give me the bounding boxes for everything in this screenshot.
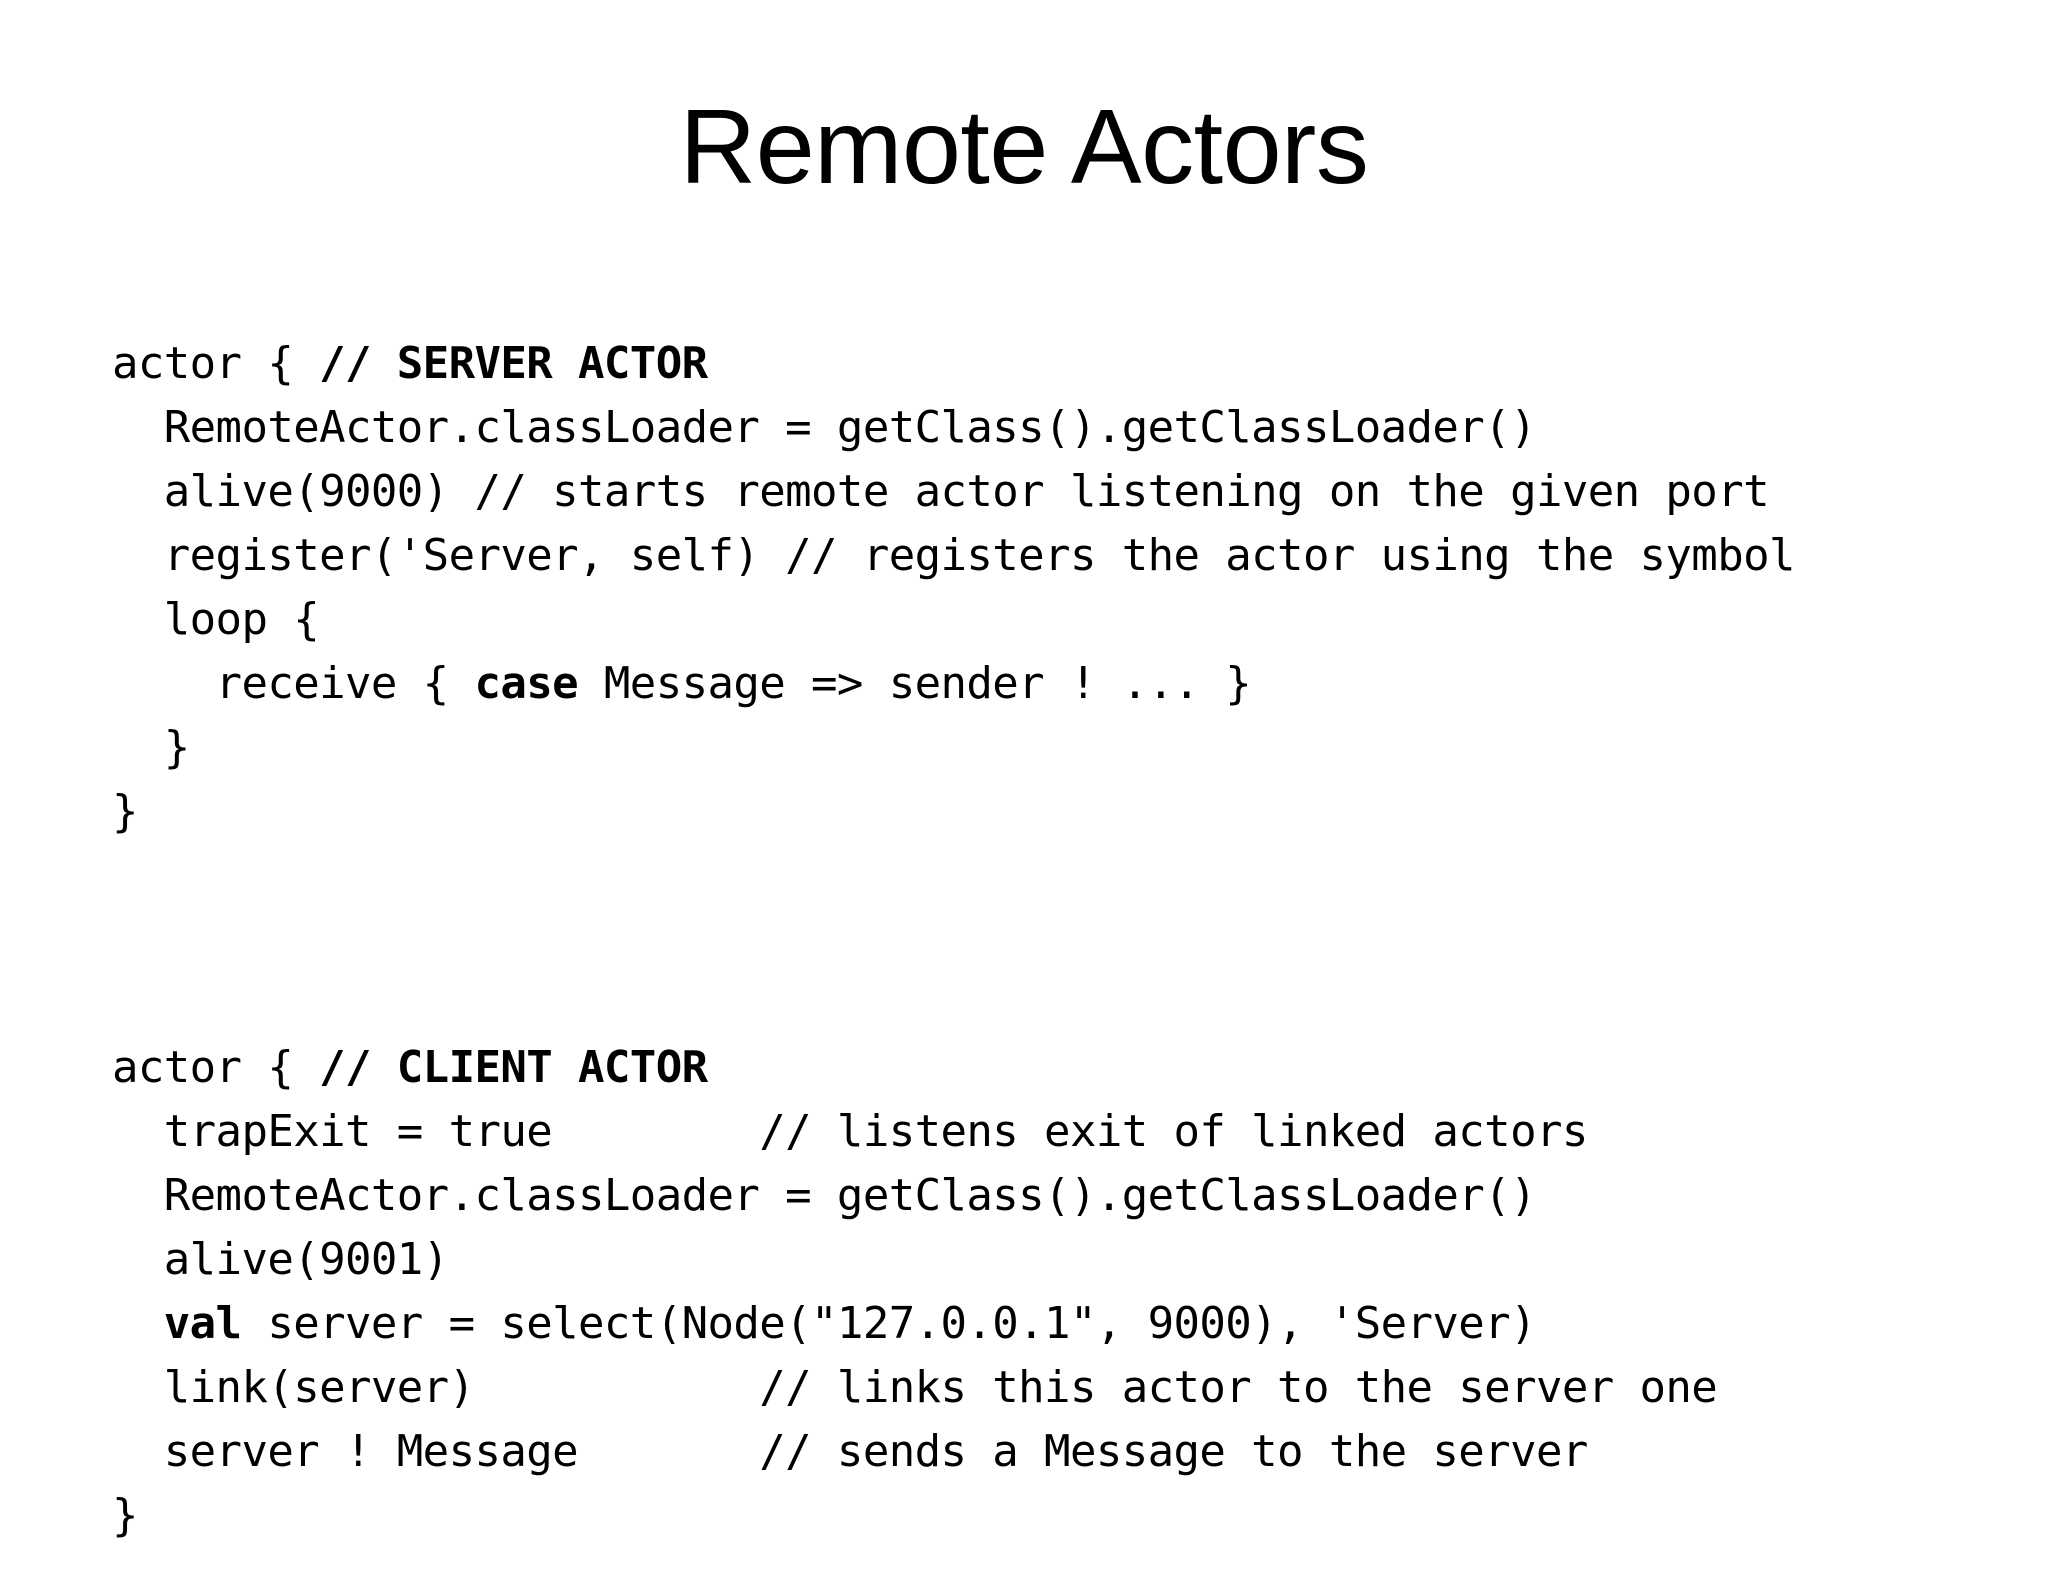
page-title: Remote Actors (679, 88, 1369, 206)
code-token: receive { (112, 658, 475, 709)
code-token-emphasis: // CLIENT ACTOR (319, 1042, 708, 1093)
code-line: alive(9000) // starts remote actor liste… (112, 460, 1992, 524)
code-token: link(server) // links this actor to the … (112, 1362, 1718, 1413)
code-line: } (112, 1484, 1992, 1548)
code-token: alive(9000) // starts remote actor liste… (112, 466, 1770, 517)
code-area: actor { // SERVER ACTOR RemoteActor.clas… (112, 288, 1992, 1592)
code-line: server ! Message // sends a Message to t… (112, 1420, 1992, 1484)
code-line: register('Server, self) // registers the… (112, 524, 1992, 588)
code-token (112, 1298, 164, 1349)
code-line: link(server) // links this actor to the … (112, 1356, 1992, 1420)
code-token: actor { (112, 1042, 320, 1093)
code-token: trapExit = true // listens exit of linke… (112, 1106, 1589, 1157)
code-token: actor { (112, 338, 320, 389)
code-token: loop { (112, 594, 320, 645)
server-actor-code-block: actor { // SERVER ACTOR RemoteActor.clas… (112, 332, 1992, 844)
code-token: } (112, 1490, 138, 1541)
code-token: Message => sender ! ... } (578, 658, 1252, 709)
code-line: } (112, 780, 1992, 844)
code-token: RemoteActor.classLoader = getClass().get… (112, 1170, 1537, 1221)
code-line: actor { // SERVER ACTOR (112, 332, 1992, 396)
code-token: } (112, 722, 191, 773)
code-line: alive(9001) (112, 1228, 1992, 1292)
code-token-emphasis: // SERVER ACTOR (319, 338, 708, 389)
code-line: } (112, 716, 1992, 780)
code-line: actor { // CLIENT ACTOR (112, 1036, 1992, 1100)
code-line: val server = select(Node("127.0.0.1", 90… (112, 1292, 1992, 1356)
client-actor-code-block: actor { // CLIENT ACTOR trapExit = true … (112, 1036, 1992, 1548)
code-line: loop { (112, 588, 1992, 652)
code-token-emphasis: val (163, 1298, 242, 1349)
code-token: server = select(Node("127.0.0.1", 9000),… (241, 1298, 1536, 1349)
code-token: server ! Message // sends a Message to t… (112, 1426, 1589, 1477)
code-line: RemoteActor.classLoader = getClass().get… (112, 396, 1992, 460)
code-line: trapExit = true // listens exit of linke… (112, 1100, 1992, 1164)
slide-canvas: Remote Actors actor { // SERVER ACTOR Re… (112, 88, 1796, 1541)
code-line: receive { case Message => sender ! ... } (112, 652, 1992, 716)
code-line: RemoteActor.classLoader = getClass().get… (112, 1164, 1992, 1228)
code-token: RemoteActor.classLoader = getClass().get… (112, 402, 1537, 453)
code-token: alive(9001) (112, 1234, 449, 1285)
code-token-emphasis: case (474, 658, 579, 709)
code-token: register('Server, self) // registers the… (112, 530, 1796, 581)
code-token: } (112, 786, 138, 837)
